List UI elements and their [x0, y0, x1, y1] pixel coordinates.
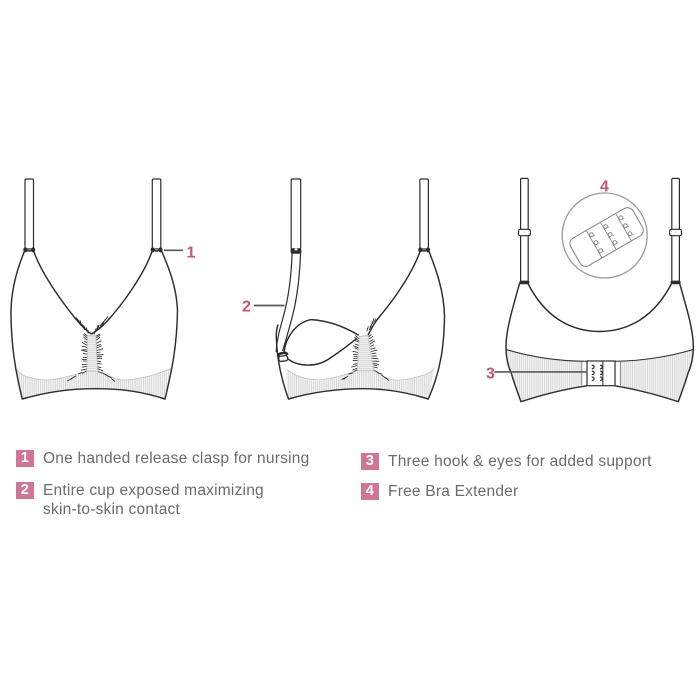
svg-text:4: 4: [600, 179, 609, 196]
svg-text:3: 3: [486, 365, 495, 382]
svg-text:2: 2: [242, 298, 251, 315]
svg-text:1: 1: [187, 245, 196, 262]
